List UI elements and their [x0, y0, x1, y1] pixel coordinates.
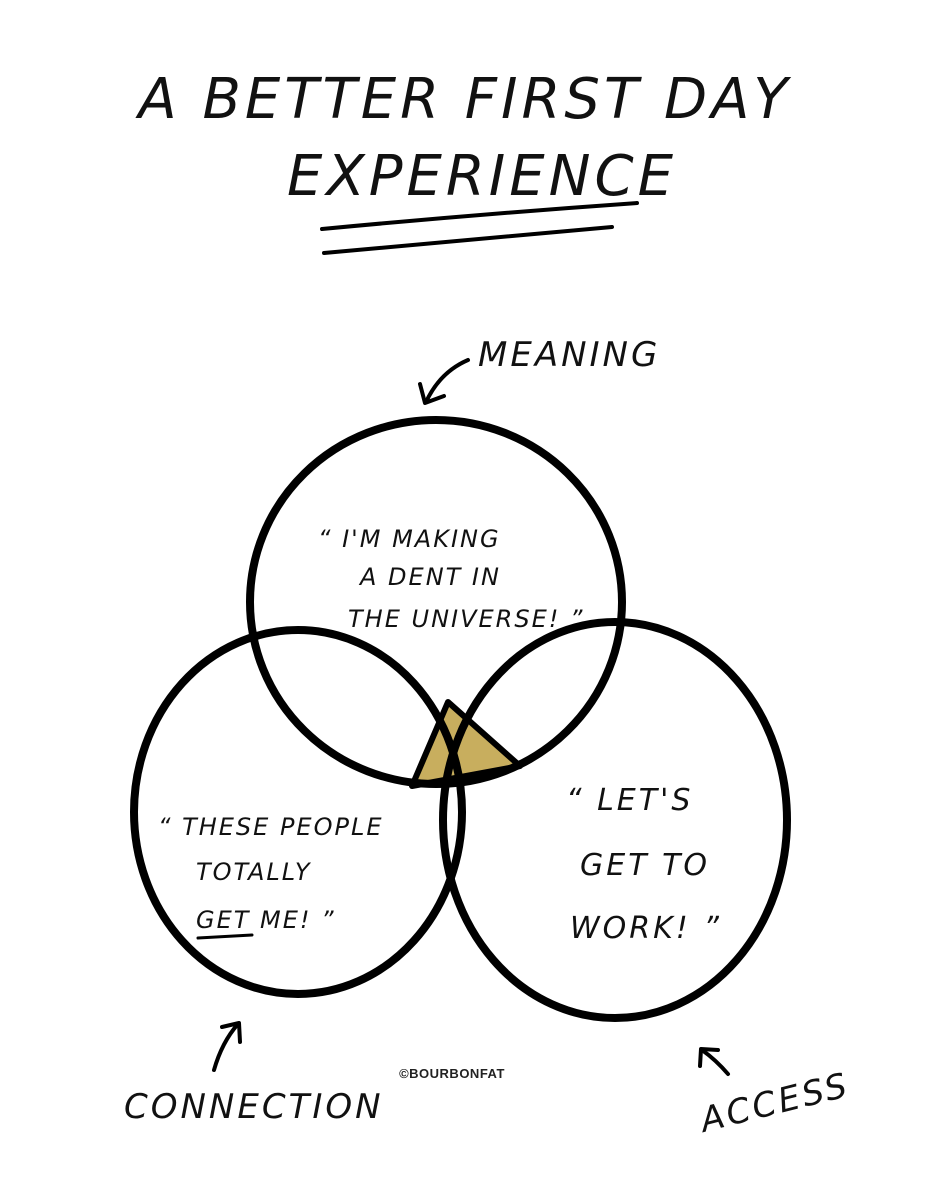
- label-access: Access: [695, 1065, 854, 1141]
- arrow-access-icon: [700, 1048, 730, 1076]
- circle-meaning: [246, 416, 626, 788]
- quote-meaning: “ I'm making a dent in the universe! ”: [318, 525, 584, 633]
- arrow-access-head: [698, 1047, 720, 1068]
- credit-text: ©BOURBONFAT: [399, 1066, 505, 1081]
- title-underline-2: [322, 225, 614, 255]
- title-underline-1: [320, 201, 639, 231]
- quote-connection: “ These people totally get me! ”: [158, 813, 384, 940]
- quote-meaning-line-2: a dent in: [358, 563, 501, 591]
- quote-access-line-2: get to: [580, 848, 710, 883]
- arrow-connection-head: [220, 1021, 242, 1044]
- quote-access-line-3: work! ”: [570, 911, 722, 946]
- title: A Better First Day Experience: [135, 67, 791, 255]
- arrow-connection-icon: [212, 1022, 240, 1072]
- quote-connection-line-1: “ These people: [158, 813, 384, 841]
- label-meaning-group: Meaning: [418, 335, 660, 405]
- quote-meaning-line-3: the universe! ”: [348, 605, 584, 633]
- arrow-meaning-head: [418, 382, 446, 405]
- label-meaning: Meaning: [478, 335, 660, 375]
- label-connection: Connection: [124, 1087, 384, 1127]
- quote-connection-line-2: totally: [196, 858, 312, 886]
- emphasis-underline: [196, 933, 254, 940]
- quote-access: “ Let's get to work! ”: [566, 783, 722, 946]
- quote-connection-line-3: get me! ”: [196, 906, 336, 934]
- circle-connection: [130, 626, 466, 998]
- label-connection-group: Connection: [124, 1021, 384, 1127]
- arrow-meaning-icon: [424, 358, 470, 404]
- label-access-group: Access: [695, 1047, 854, 1141]
- quote-access-line-1: “ Let's: [566, 783, 693, 818]
- circle-access: [439, 618, 791, 1022]
- quote-meaning-line-1: “ I'm making: [318, 525, 501, 553]
- title-line-1: A Better First Day: [135, 67, 791, 132]
- title-line-2: Experience: [287, 144, 677, 209]
